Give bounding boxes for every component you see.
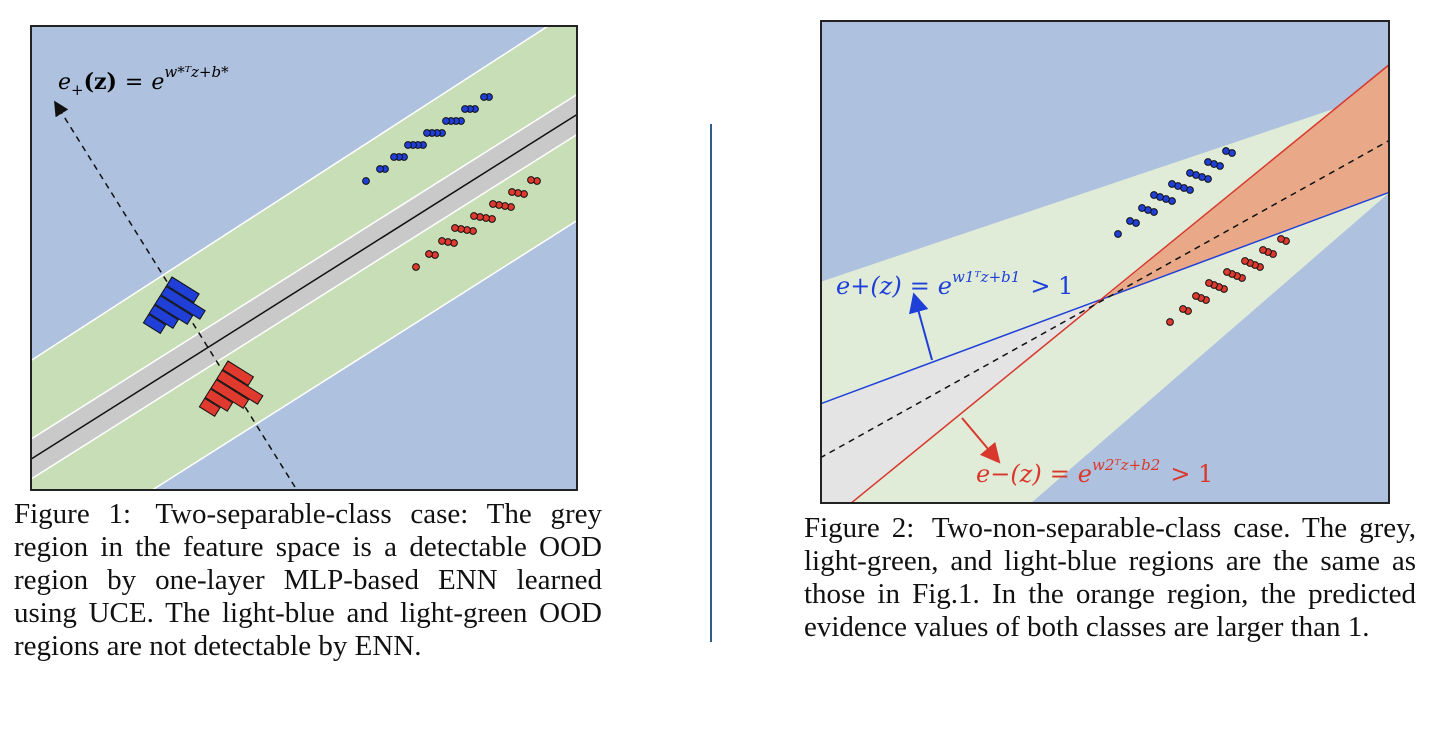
data-point (425, 250, 433, 258)
histogram-bar (210, 378, 250, 409)
grey-band-lower-edge (32, 134, 576, 480)
histogram-bar (154, 294, 194, 325)
data-point (404, 141, 412, 149)
red-histogram (198, 360, 264, 418)
data-point (508, 188, 516, 196)
grey-band-upper-edge (32, 94, 576, 440)
data-point (470, 212, 478, 220)
data-point (1204, 158, 1212, 166)
data-point (412, 263, 420, 271)
histogram-bar (142, 313, 167, 335)
data-point (442, 117, 450, 125)
data-point (1114, 230, 1122, 238)
data-point (1205, 279, 1213, 287)
data-point (1138, 204, 1146, 212)
histogram-bar (166, 276, 200, 304)
histogram-bar (222, 360, 255, 387)
data-point (527, 176, 535, 184)
data-point (1223, 268, 1231, 276)
grey-region (822, 300, 1102, 502)
blue-normal-arrow (909, 292, 933, 361)
data-point (1168, 180, 1176, 188)
decision-boundary (32, 114, 576, 460)
blue-class-points (1114, 147, 1236, 238)
data-point (1277, 235, 1285, 243)
histogram-bar (198, 397, 221, 418)
column-divider (710, 124, 712, 642)
data-point (1192, 292, 1200, 300)
data-point (376, 165, 384, 173)
figure-2: e+(z)=ew1ᵀz+b1> 1 e−(z)=ew2ᵀz+b2> 1 (820, 20, 1390, 504)
data-point (1166, 318, 1174, 326)
blue-histogram (142, 276, 206, 335)
data-point (1241, 257, 1249, 265)
positive-evidence-equation: e+(z)=ew1ᵀz+b1> 1 (836, 268, 1073, 300)
green-band-upper-edge (32, 27, 548, 361)
figure-2-frame (820, 20, 1390, 504)
blue-class-points (362, 93, 493, 185)
figure-2-caption-text: Two-non-separable-class case. The grey, … (804, 512, 1416, 643)
figure-1-plot: e+(z)=ew*ᵀz+b* (30, 25, 578, 491)
figure-2-plot: e+(z)=ew1ᵀz+b1> 1 e−(z)=ew2ᵀz+b2> 1 (820, 20, 1390, 504)
data-point (461, 105, 469, 113)
figure-2-caption: Figure 2: Two-non-separable-class case. … (804, 512, 1416, 644)
histogram-bar (160, 285, 206, 320)
data-point (480, 93, 488, 101)
data-point (390, 153, 398, 161)
figure-1-frame (30, 25, 578, 491)
figure-1: e+(z)=ew*ᵀz+b* (30, 25, 578, 491)
red-class-points (412, 176, 541, 271)
data-point (438, 237, 446, 245)
dashed-bisector (822, 140, 1388, 458)
red-decision-line (851, 64, 1388, 502)
data-point (1150, 191, 1158, 199)
green-band-lower-edge (152, 220, 576, 489)
figure-2-caption-label: Figure 2: (804, 512, 915, 544)
red-class-points (1166, 235, 1290, 326)
figure-1-caption: Figure 1: Two-separable-class case: The … (14, 498, 602, 663)
data-point (423, 129, 431, 137)
red-normal-arrow (961, 417, 1001, 464)
data-point (362, 177, 370, 185)
data-point (1126, 217, 1134, 225)
evidence-equation: e+(z)=ew*ᵀz+b* (58, 63, 229, 99)
data-point (489, 200, 497, 208)
histogram-bar (216, 369, 264, 405)
histogram-bar (148, 304, 179, 329)
data-point (451, 224, 459, 232)
blue-decision-line (822, 191, 1388, 405)
figure-1-caption-label: Figure 1: (14, 498, 132, 530)
data-point (1186, 169, 1194, 177)
figure-1-caption-text: Two-separable-class case: The grey regio… (14, 498, 602, 662)
negative-evidence-equation: e−(z)=ew2ᵀz+b2> 1 (976, 456, 1213, 488)
data-point (1179, 305, 1187, 313)
data-point (1222, 147, 1230, 155)
histogram-bar (204, 388, 234, 412)
data-point (1259, 246, 1267, 254)
